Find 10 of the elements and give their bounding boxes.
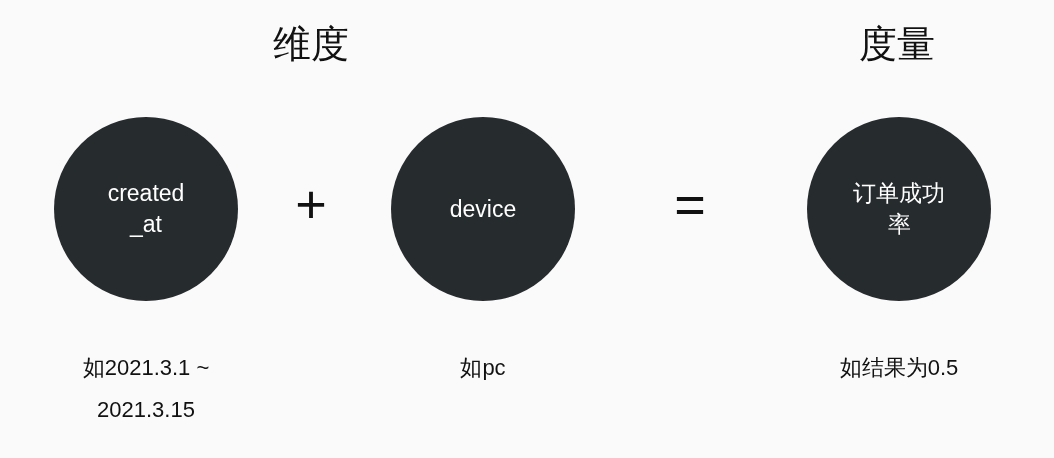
group-heading: 维度 xyxy=(272,22,350,67)
node-label: created _at xyxy=(106,179,186,239)
node-label: device xyxy=(448,194,518,224)
example-note: 如pc xyxy=(459,354,507,382)
group-heading: 度量 xyxy=(858,22,936,67)
example-note: 如结果为0.5 xyxy=(838,354,960,382)
equals-sign: = xyxy=(673,173,707,236)
example-note: 如2021.3.1 ~ 2021.3.15 xyxy=(81,354,211,424)
plus-sign: + xyxy=(294,173,328,236)
node-label: 订单成功率 xyxy=(852,179,946,239)
